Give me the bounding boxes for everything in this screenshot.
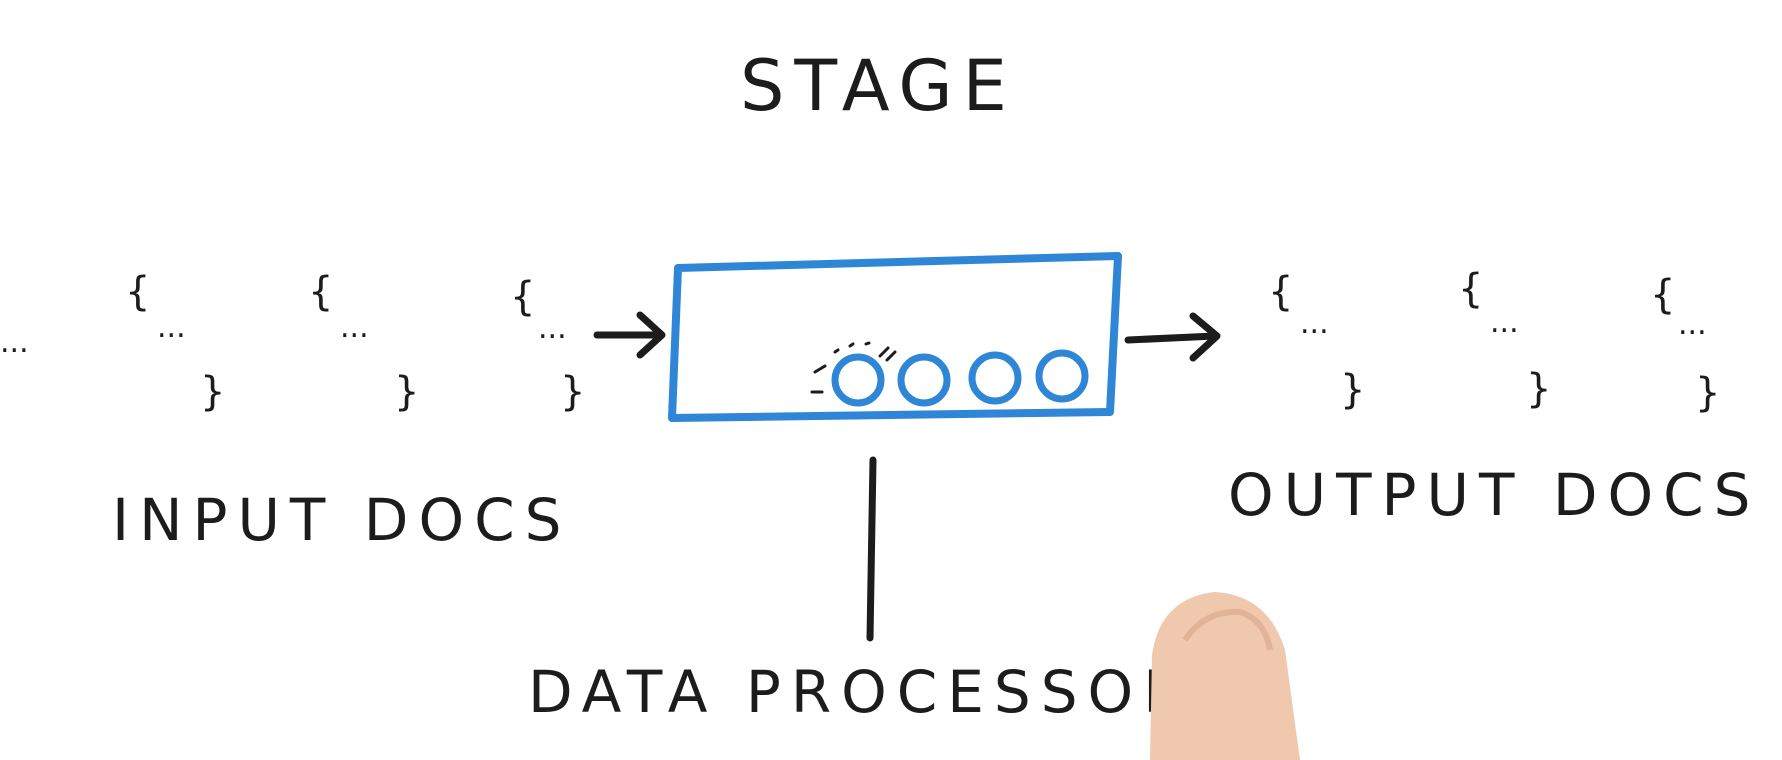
pointing-finger — [1150, 592, 1300, 760]
doc-open-brace: { — [308, 269, 333, 315]
doc-ellipsis: ... — [1678, 307, 1707, 342]
doc-ellipsis: ... — [1300, 306, 1329, 341]
doc-close-brace: } — [1695, 370, 1720, 416]
output-arrow — [1124, 312, 1221, 362]
stage-title: STAGE — [740, 45, 1017, 127]
processor-circle — [897, 353, 951, 407]
doc-close-brace: } — [1340, 367, 1365, 413]
processor-circle — [1035, 349, 1089, 403]
doc-open-brace: { — [1458, 266, 1483, 312]
data-processor-label: DATA PROCESSOR — [528, 658, 1194, 726]
input-doc: { ... } — [125, 269, 225, 415]
doc-open-brace: { — [125, 269, 150, 315]
doc-open-brace: { — [510, 274, 535, 320]
doc-close-brace: } — [394, 369, 419, 415]
processor-circle — [831, 353, 885, 407]
doc-open-brace: { — [1268, 269, 1293, 315]
doc-close-brace: } — [560, 369, 585, 415]
input-doc: { ... } — [510, 274, 585, 415]
doc-ellipsis: ... — [340, 310, 369, 345]
doc-ellipsis: ... — [157, 310, 186, 345]
output-docs-label: OUTPUT DOCS — [1228, 461, 1760, 529]
output-doc: { ... } — [1458, 266, 1551, 412]
doc-close-brace: } — [1526, 366, 1551, 412]
output-doc: { ... } — [1650, 272, 1720, 416]
input-docs-label: INPUT DOCS — [112, 486, 571, 554]
input-doc: { ... } — [308, 269, 419, 415]
processor-box — [668, 252, 1122, 422]
input-arrow — [593, 311, 666, 359]
leading-ellipsis: ... — [0, 325, 29, 360]
doc-open-brace: { — [1650, 272, 1675, 318]
doc-ellipsis: ... — [538, 311, 567, 346]
motion-lines — [810, 341, 897, 394]
processor-circles — [810, 341, 1089, 407]
doc-close-brace: } — [200, 369, 225, 415]
processor-circle — [968, 351, 1022, 405]
processor-connector-line — [866, 456, 877, 642]
output-doc: { ... } — [1268, 269, 1365, 413]
doc-ellipsis: ... — [1490, 305, 1519, 340]
